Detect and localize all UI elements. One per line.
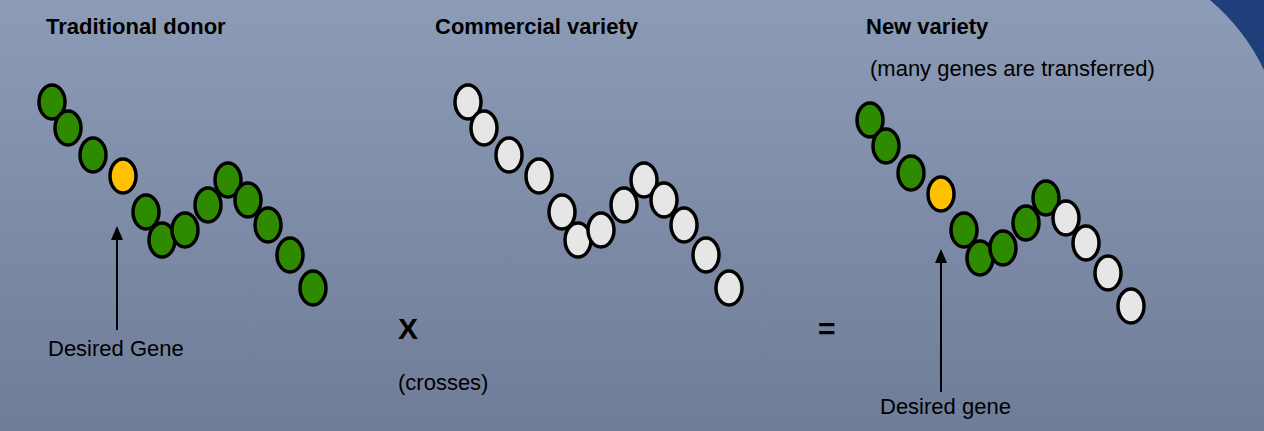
gene-bead [1118, 289, 1144, 323]
arrow-head [935, 249, 947, 263]
gene-bead [898, 156, 924, 190]
operator: X [398, 312, 418, 347]
gene-label: Desired gene [880, 394, 1011, 419]
gene-bead [80, 138, 106, 172]
gene-chains [39, 85, 1144, 323]
operator: = [818, 312, 836, 347]
gene-bead [496, 138, 522, 172]
gene-bead [1095, 256, 1121, 290]
leader-line [940, 255, 942, 392]
gene-bead [277, 238, 303, 272]
gene-bead [990, 231, 1016, 265]
gene-bead [110, 159, 136, 193]
gene-bead [235, 183, 261, 217]
leader-line [116, 232, 118, 330]
gene-bead [611, 188, 637, 222]
gene-bead [873, 129, 899, 163]
note: (crosses) [398, 370, 488, 395]
gene-bead [300, 271, 326, 305]
arrow-head [111, 226, 123, 240]
gene-bead [928, 177, 954, 211]
gene-bead [1073, 226, 1099, 260]
gene-bead [195, 188, 221, 222]
gene-bead [716, 271, 742, 305]
gene-bead [172, 213, 198, 247]
gene-bead [1013, 206, 1039, 240]
gene-bead [471, 111, 497, 145]
gene-bead [693, 238, 719, 272]
gene-bead [671, 208, 697, 242]
gene-bead [526, 159, 552, 193]
column-title: New variety [866, 14, 988, 39]
column-title: Commercial variety [435, 14, 638, 39]
gene-bead [255, 208, 281, 242]
corner-swoosh [1210, 0, 1264, 70]
gene-label: Desired Gene [48, 336, 184, 361]
gene-bead [55, 111, 81, 145]
column-title: Traditional donor [46, 14, 226, 39]
note: (many genes are transferred) [870, 56, 1155, 81]
gene-bead [588, 213, 614, 247]
gene-bead [651, 183, 677, 217]
gene-bead [1053, 201, 1079, 235]
